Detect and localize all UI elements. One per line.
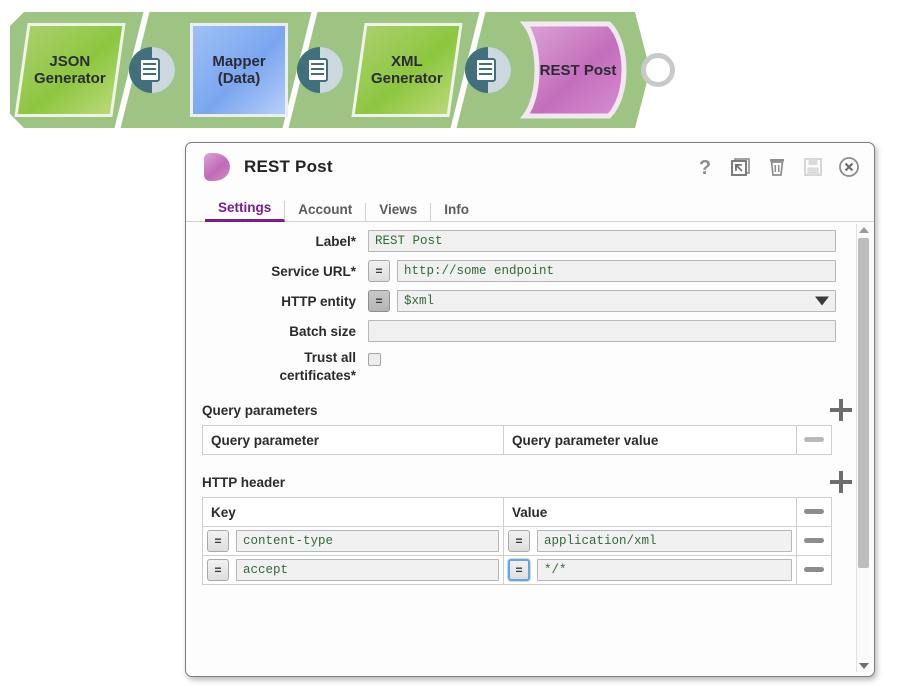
- add-query-parameter-button[interactable]: [830, 399, 852, 421]
- pipeline-endpoint[interactable]: [641, 53, 675, 87]
- http-entity-field-label: HTTP entity: [281, 293, 356, 309]
- pipeline-canvas: JSON Generator Mapper (Data) XML Generat…: [0, 0, 700, 140]
- header-value-input[interactable]: */*: [537, 559, 792, 581]
- field-row-service-url: Service URL* = http://some endpoint: [186, 260, 874, 282]
- trust-all-label-line2: certificates*: [279, 368, 356, 383]
- field-row-trust-all-certificates: Trust all: [186, 350, 874, 366]
- save-icon[interactable]: [802, 156, 824, 178]
- dialog-scrollbar[interactable]: [856, 224, 870, 672]
- restore-window-icon[interactable]: [730, 156, 752, 178]
- document-connector-icon[interactable]: [294, 44, 346, 96]
- node-label-line1: JSON: [49, 52, 91, 70]
- node-label-line1: XML: [391, 52, 423, 70]
- section-query-parameters: Query parameters: [186, 399, 874, 421]
- tab-settings[interactable]: Settings: [205, 200, 286, 222]
- close-icon[interactable]: [838, 156, 860, 178]
- header-key-input[interactable]: accept: [236, 559, 499, 581]
- trust-all-label-line1: Trust all: [304, 350, 356, 365]
- batch-size-input[interactable]: [368, 320, 836, 342]
- dialog-title: REST Post: [244, 157, 333, 176]
- header-value-expression-toggle[interactable]: =: [508, 559, 530, 581]
- remove-http-header-row-button[interactable]: [804, 538, 824, 544]
- remove-query-parameter-button[interactable]: [804, 437, 824, 443]
- document-connector-icon[interactable]: [462, 44, 514, 96]
- http-header-title: HTTP header: [202, 474, 286, 490]
- tab-account[interactable]: Account: [285, 202, 367, 221]
- field-row-batch-size: Batch size: [186, 320, 874, 342]
- column-header-query-parameter-value: Query parameter value: [512, 432, 659, 448]
- scroll-up-arrow[interactable]: [857, 224, 870, 236]
- node-label-line2: (Data): [217, 70, 261, 87]
- dialog-title-bar: REST Post ?: [186, 143, 874, 191]
- section-http-header: HTTP header: [186, 471, 874, 493]
- chevron-down-icon[interactable]: [815, 296, 829, 306]
- table-row: = accept = */*: [202, 555, 832, 585]
- column-header-value: Value: [512, 504, 548, 520]
- document-connector-icon[interactable]: [126, 44, 178, 96]
- query-parameters-table: Query parameter Query parameter value: [202, 425, 832, 455]
- table-header-row: Query parameter Query parameter value: [202, 425, 832, 455]
- http-header-table: Key Value = content-type = application/x…: [202, 497, 832, 585]
- query-parameters-title: Query parameters: [202, 402, 318, 418]
- remove-http-header-button[interactable]: [804, 509, 824, 515]
- node-label-line1: REST Post: [539, 61, 617, 79]
- header-value-input[interactable]: application/xml: [537, 530, 792, 552]
- service-url-expression-toggle[interactable]: =: [368, 260, 390, 282]
- field-row-label: Label* REST Post: [186, 230, 874, 252]
- dialog-body: Label* REST Post Service URL* = http://s…: [186, 222, 874, 676]
- label-input[interactable]: REST Post: [368, 230, 836, 252]
- field-row-http-entity: HTTP entity = $xml: [186, 290, 874, 312]
- dialog-tabs: Settings Account Views Info: [186, 191, 874, 222]
- http-entity-select[interactable]: $xml: [397, 290, 836, 312]
- pipeline-node-json-generator[interactable]: JSON Generator: [14, 23, 126, 117]
- service-url-input[interactable]: http://some endpoint: [397, 260, 836, 282]
- node-label-line1: Mapper: [212, 52, 266, 70]
- node-label-line2: Generator: [34, 70, 106, 87]
- node-label-rest-post: REST Post: [517, 20, 639, 120]
- tab-info[interactable]: Info: [444, 201, 470, 217]
- rest-post-icon: [204, 153, 230, 181]
- scroll-down-arrow[interactable]: [857, 660, 870, 672]
- table-header-row: Key Value: [202, 497, 832, 527]
- help-icon[interactable]: ?: [694, 156, 716, 178]
- add-http-header-button[interactable]: [830, 471, 852, 493]
- header-key-expression-toggle[interactable]: =: [207, 559, 229, 581]
- label-field-label: Label*: [315, 233, 356, 249]
- http-entity-selected-value: $xml: [404, 294, 435, 308]
- tab-views[interactable]: Views: [366, 202, 432, 221]
- field-row-trust-all-certificates-line2: certificates*: [186, 368, 874, 383]
- column-header-key: Key: [211, 504, 236, 520]
- service-url-field-label: Service URL*: [271, 263, 356, 279]
- delete-icon[interactable]: [766, 156, 788, 178]
- header-key-expression-toggle[interactable]: =: [207, 530, 229, 552]
- svg-text:?: ?: [699, 157, 711, 178]
- trust-all-certificates-checkbox[interactable]: [368, 353, 381, 366]
- batch-size-field-label: Batch size: [289, 323, 356, 339]
- pipeline-node-rest-post[interactable]: [517, 20, 639, 120]
- header-value-expression-toggle[interactable]: =: [508, 530, 530, 552]
- column-header-query-parameter: Query parameter: [211, 432, 320, 448]
- pipeline-node-xml-generator[interactable]: XML Generator: [351, 23, 463, 117]
- header-key-input[interactable]: content-type: [236, 530, 499, 552]
- http-entity-expression-toggle[interactable]: =: [368, 290, 390, 312]
- node-label-line2: Generator: [371, 70, 443, 87]
- remove-http-header-row-button[interactable]: [804, 567, 824, 573]
- pipeline-node-mapper-data[interactable]: Mapper (Data): [190, 23, 288, 117]
- table-row: = content-type = application/xml: [202, 526, 832, 556]
- rest-post-settings-dialog: REST Post ?: [185, 142, 875, 677]
- scroll-thumb[interactable]: [858, 238, 869, 568]
- dialog-toolbar: ?: [694, 156, 860, 178]
